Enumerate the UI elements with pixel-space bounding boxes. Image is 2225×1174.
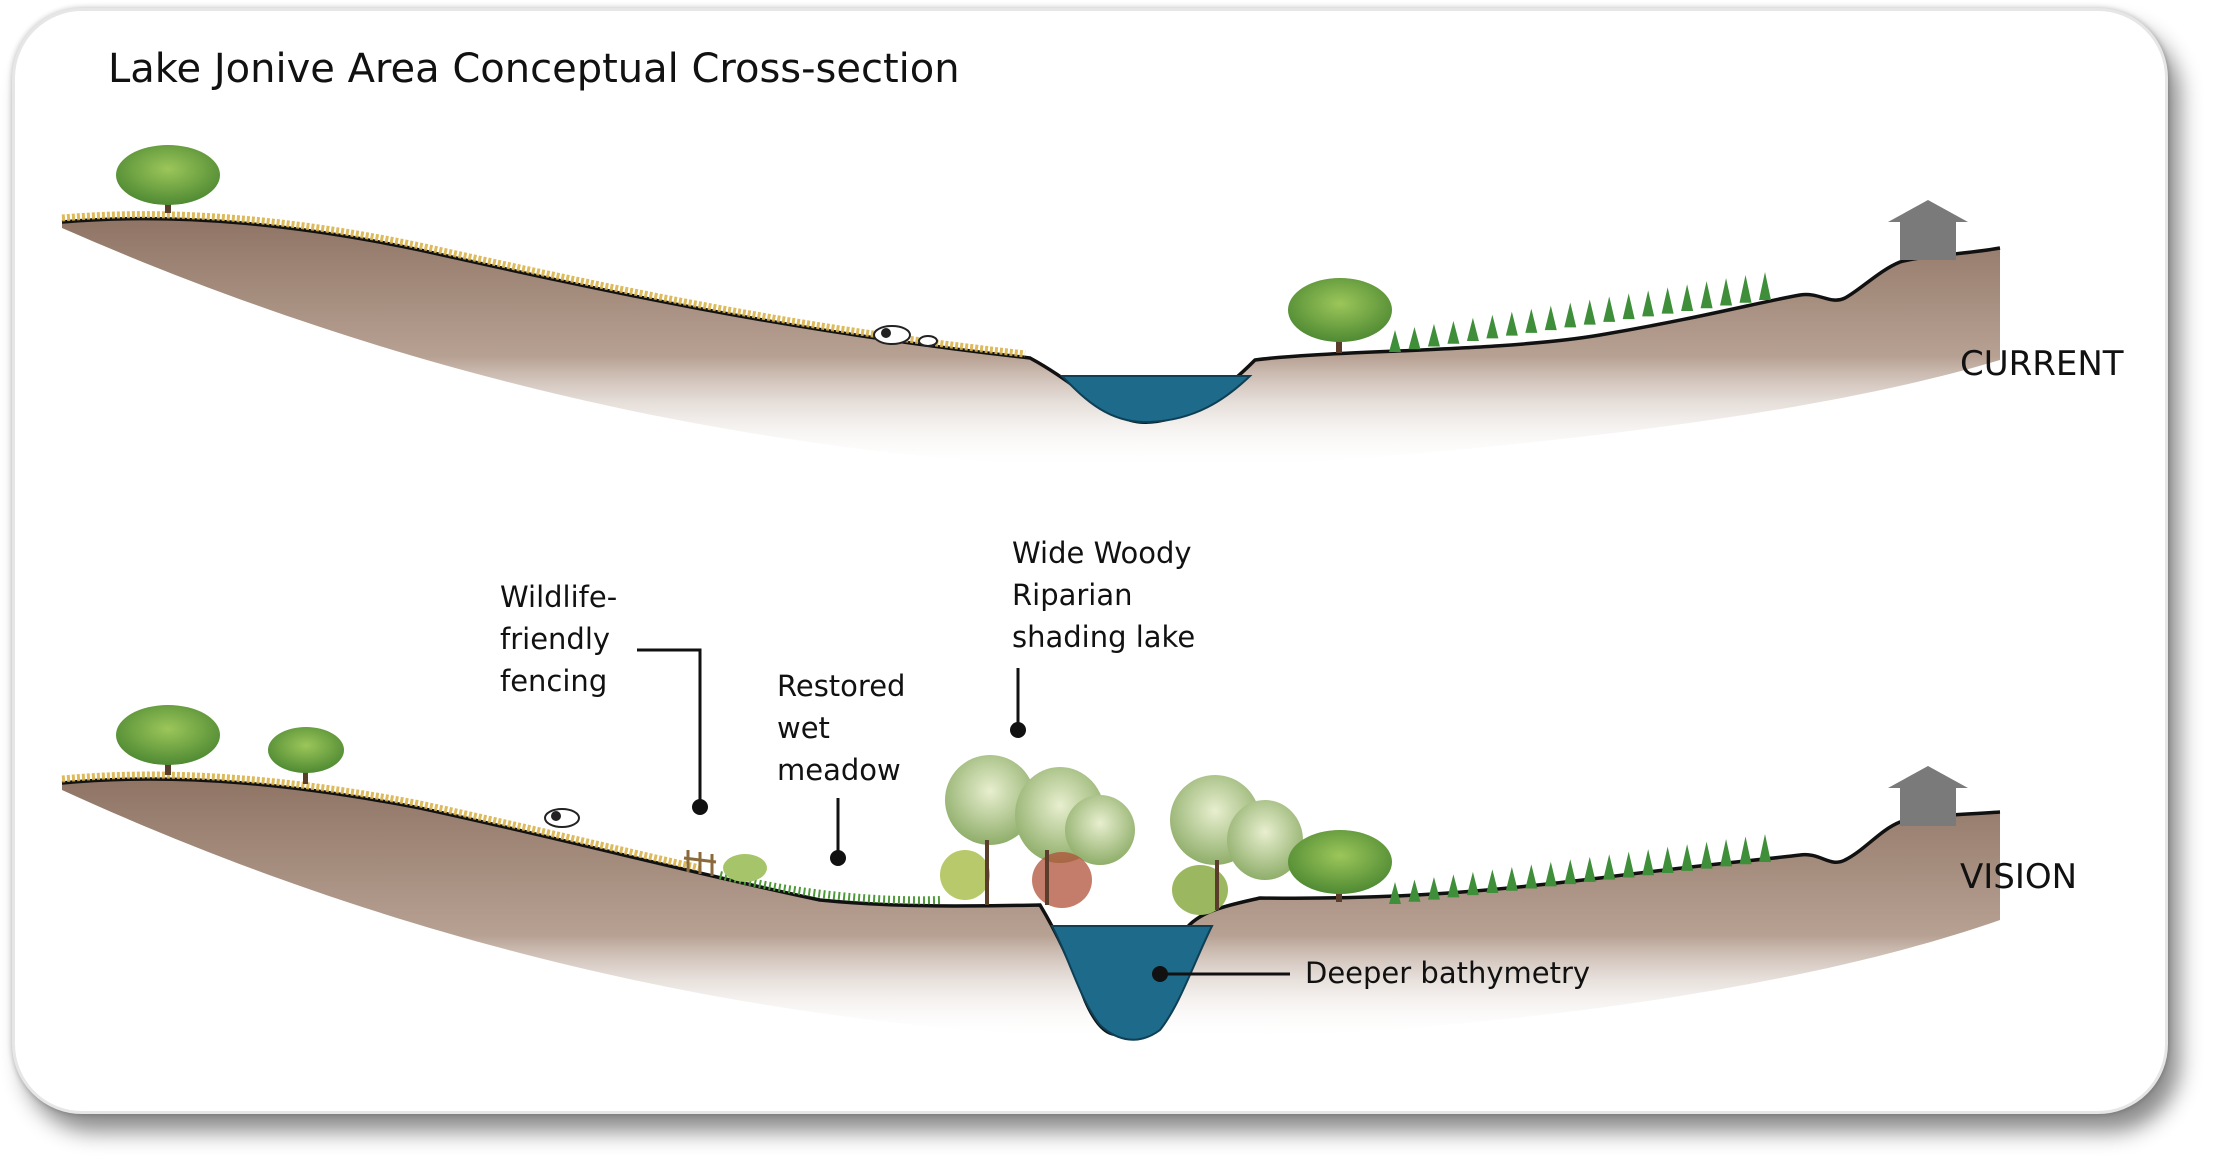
conifer-icon [1544, 861, 1557, 887]
annotation-fencing: Wildlife- friendly fencing [500, 580, 708, 815]
vision-lake [1050, 925, 1214, 1041]
tree-icon [1288, 278, 1392, 353]
vision-soil [62, 779, 2000, 1040]
current-lake [1059, 375, 1253, 424]
conifer-icon [1700, 841, 1713, 869]
conifer-icon [1642, 290, 1655, 317]
conifer-icon [1544, 305, 1557, 331]
house-icon [1888, 200, 1968, 260]
conifer-icon [1739, 275, 1752, 303]
tree-icon [116, 145, 220, 213]
conifer-icon [1466, 871, 1479, 896]
conifer-icon [1447, 874, 1460, 898]
conifer-icon [1408, 326, 1421, 350]
diagram-title: Lake Jonive Area Conceptual Cross-sectio… [108, 46, 960, 92]
conifer-icon [1739, 836, 1752, 865]
conifer-icon [1583, 299, 1596, 325]
conifer-icon [1642, 849, 1655, 876]
conifer-icon [1389, 330, 1401, 352]
conifer-icon [1564, 859, 1577, 885]
conifer-icon [1389, 882, 1401, 904]
conifer-icon [1700, 281, 1713, 309]
annotation-meadow-text: Restored wet meadow [777, 669, 915, 787]
conifer-icon [1661, 846, 1674, 874]
conifer-icon [1622, 851, 1635, 878]
conifer-icon [1622, 293, 1635, 320]
riparian-trees-right-icon [1170, 775, 1303, 915]
fence-icon [683, 850, 717, 876]
conifer-icon [1486, 869, 1499, 893]
conifer-icon [1525, 308, 1538, 333]
conifer-row-icon [1389, 834, 1771, 904]
current-section: CURRENT [61, 145, 2124, 470]
conifer-icon [1427, 323, 1440, 347]
wet-meadow-grass [719, 871, 941, 905]
conifer-row-icon [1389, 272, 1771, 352]
shrub-icon [723, 854, 767, 882]
current-ground-line [61, 216, 2001, 424]
conifer-icon [1661, 287, 1674, 314]
cow-icon [873, 325, 938, 347]
conifer-icon [1505, 866, 1518, 891]
vision-section: VISION [61, 705, 2077, 1041]
conifer-icon [1681, 284, 1694, 311]
conifer-icon [1681, 844, 1694, 871]
cow-icon [544, 808, 580, 828]
house-icon [1888, 766, 1968, 826]
conifer-icon [1759, 834, 1771, 862]
annotation-meadow: Restored wet meadow [777, 669, 915, 866]
current-soil [62, 218, 2000, 470]
riparian-trees-left-icon [940, 755, 1135, 908]
current-grass [61, 211, 1026, 358]
conifer-icon [1525, 864, 1538, 889]
annotation-riparian-text: Wide Woody Riparian shading lake [1012, 536, 1201, 654]
conifer-icon [1564, 302, 1577, 328]
conifer-icon [1427, 876, 1440, 900]
conifer-icon [1603, 854, 1616, 880]
vision-grass [61, 771, 701, 872]
tree-icon [1288, 830, 1392, 902]
annotation-riparian: Wide Woody Riparian shading lake [1010, 536, 1201, 738]
conifer-icon [1759, 272, 1771, 300]
tree-icon [116, 705, 220, 775]
vision-label: VISION [1960, 857, 2077, 897]
conifer-icon [1505, 311, 1518, 336]
tree-icon [268, 727, 344, 784]
conifer-icon [1720, 839, 1733, 867]
conifer-icon [1486, 314, 1499, 339]
conifer-icon [1720, 278, 1733, 306]
annotation-fencing-text: Wildlife- friendly fencing [500, 580, 626, 698]
annotation-bathymetry-text: Deeper bathymetry [1305, 956, 1590, 990]
conifer-icon [1408, 879, 1421, 902]
annotation-bathymetry: Deeper bathymetry [1152, 956, 1590, 990]
conifer-icon [1603, 296, 1616, 322]
conifer-icon [1466, 317, 1479, 342]
conifer-icon [1583, 856, 1596, 882]
current-label: CURRENT [1960, 344, 2124, 384]
conifer-icon [1447, 320, 1460, 344]
